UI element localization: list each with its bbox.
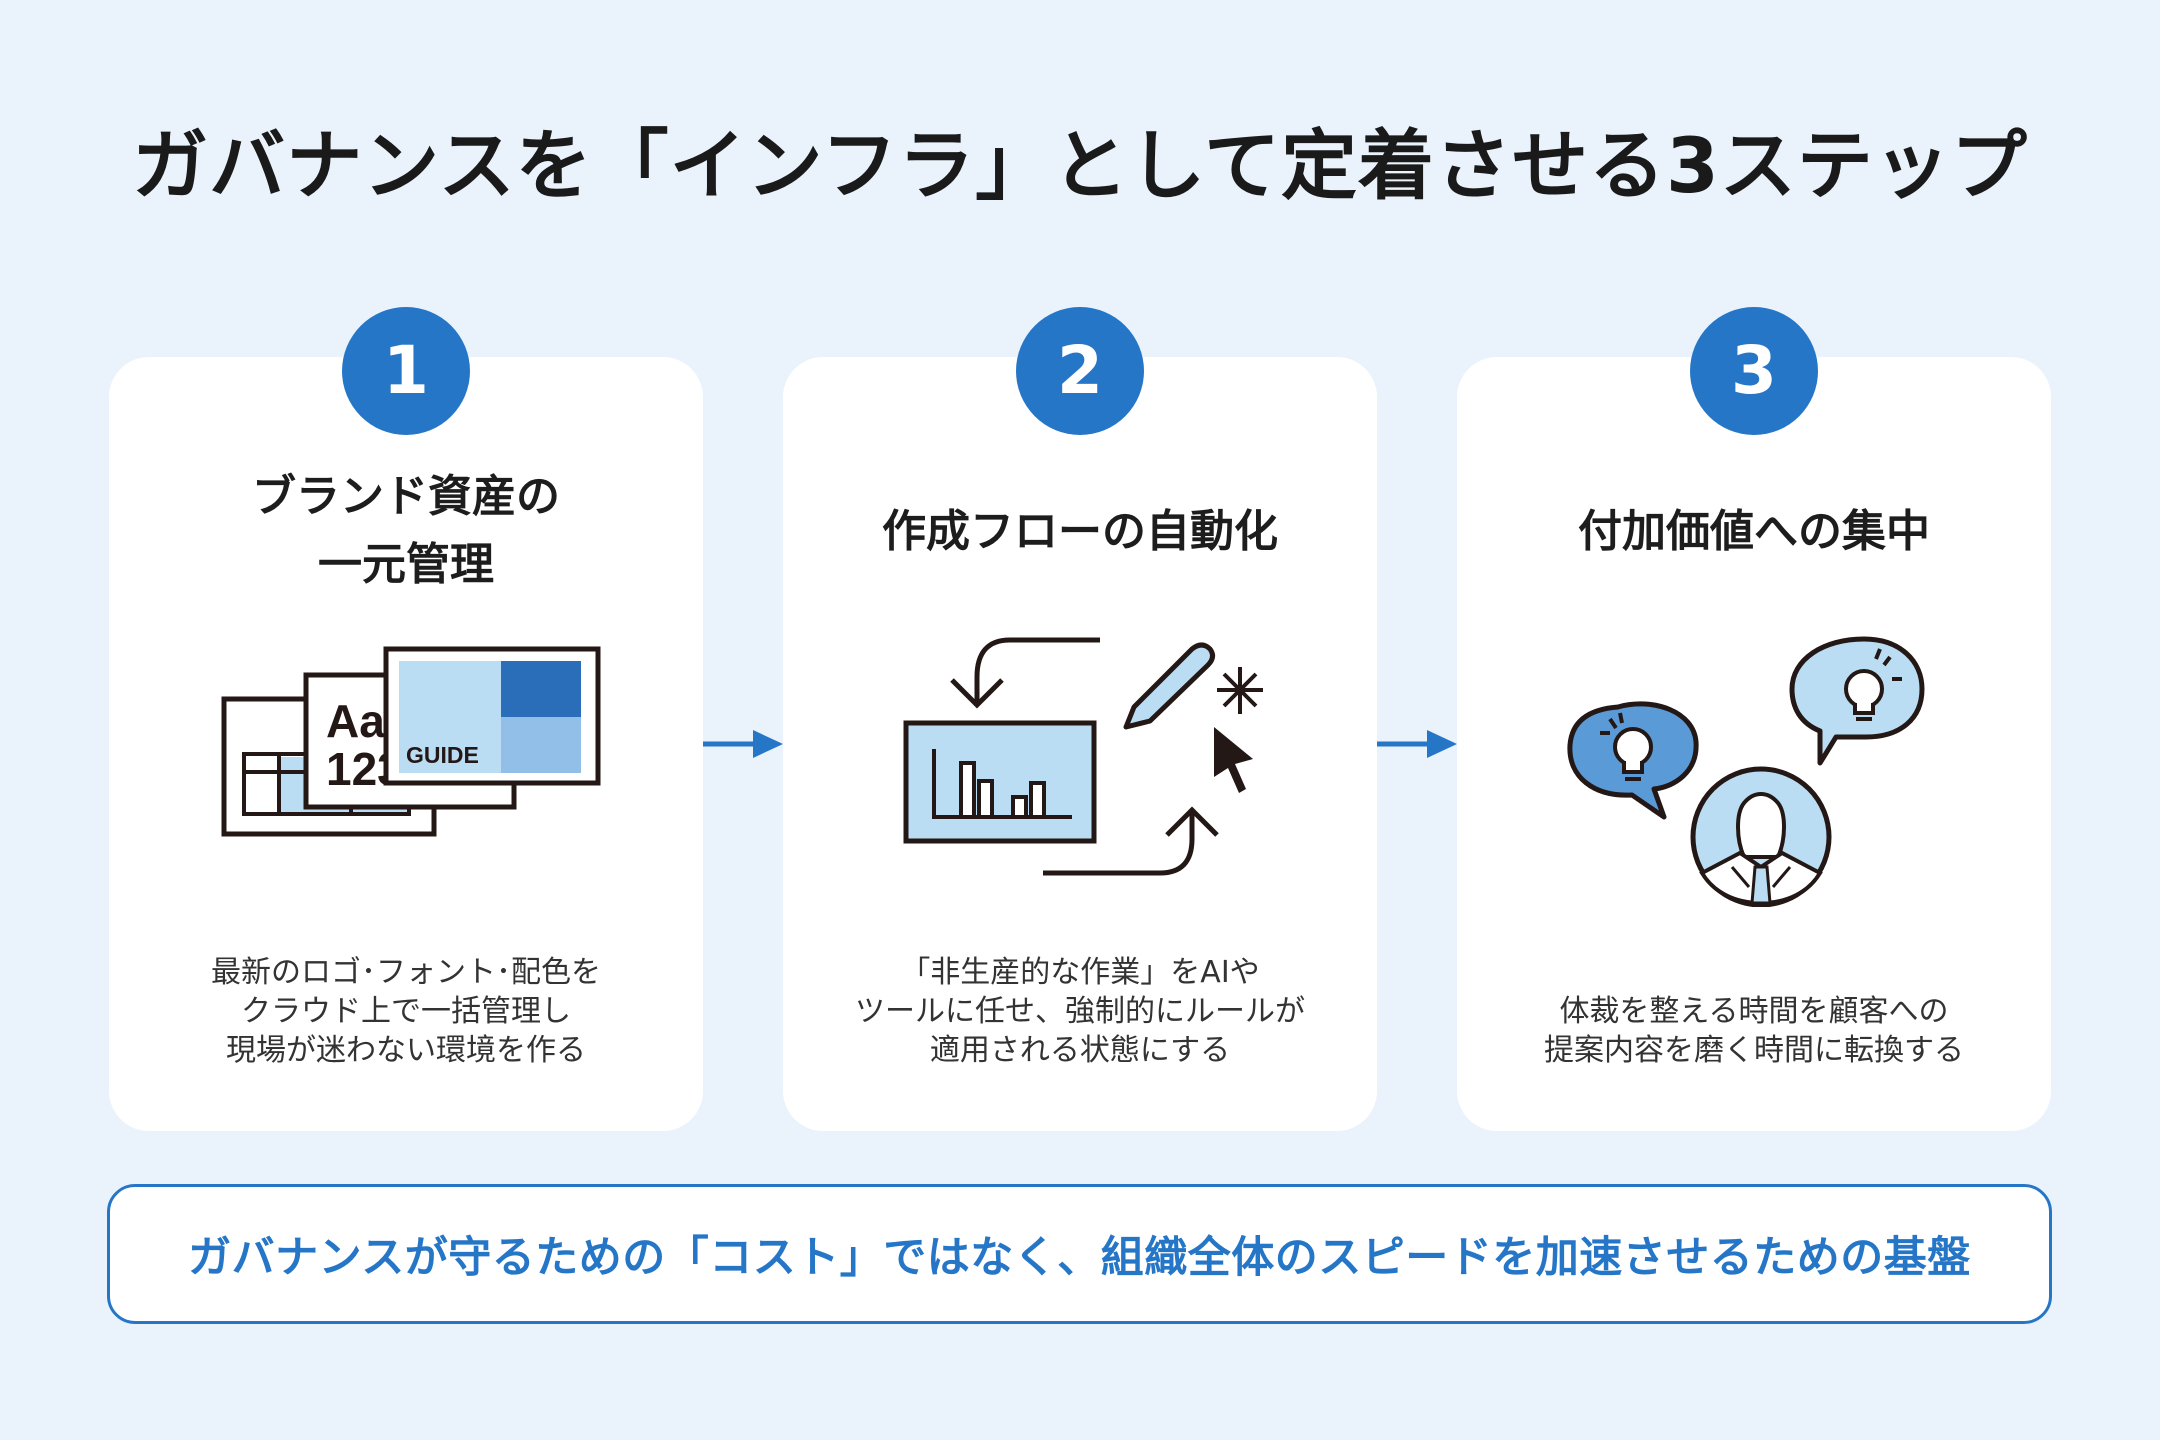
description-line: 「非生産的な作業」をAIや <box>900 955 1260 990</box>
summary-box: ガバナンスが守るための「コスト」ではなく、組織全体のスピードを加速させるための基… <box>107 1184 2052 1324</box>
right-arrow-icon <box>1377 730 1457 758</box>
brand-assets-icon: Aa 123 GUIDE <box>221 646 601 837</box>
description-line: 現場が迷わない環境を作る <box>226 1033 586 1068</box>
step-heading-line: 一元管理 <box>318 539 494 590</box>
step-description: 体裁を整える時間を顧客への 提案内容を磨く時間に転換する <box>1457 992 2051 1070</box>
description-line: 提案内容を磨く時間に転換する <box>1544 1033 1964 1068</box>
font-sample-label: Aa <box>326 695 385 747</box>
description-line: 最新のロゴ･フォント･配色を <box>211 955 601 990</box>
step-heading: 付加価値への集中 <box>1457 498 2051 566</box>
step-heading-line: 付加価値への集中 <box>1578 506 1930 557</box>
step-heading-line: 作成フローの自動化 <box>882 506 1278 557</box>
page-title: ガバナンスを「インフラ」として定着させる3ステップ <box>132 121 2028 210</box>
description-line: 体裁を整える時間を顧客への <box>1559 994 1949 1029</box>
cursor-icon <box>1214 727 1253 793</box>
step-description: 「非生産的な作業」をAIや ツールに任せ、強制的にルールが 適用される状態にする <box>783 953 1377 1070</box>
step-number-badge: 3 <box>1690 307 1818 435</box>
right-arrow-icon <box>703 730 783 758</box>
step-heading: 作成フローの自動化 <box>783 498 1377 566</box>
step-card-1: 1 ブランド資産の 一元管理 Aa 123 GUIDE 最新のロゴ･フォント･配… <box>109 307 703 1131</box>
summary-text: ガバナンスが守るための「コスト」ではなく、組織全体のスピードを加速させるための基… <box>188 1233 1971 1283</box>
guide-label: GUIDE <box>406 742 479 768</box>
description-line: クラウド上で一括管理し <box>241 994 571 1029</box>
step-card-2: 2 作成フローの自動化 「非生産的な作業」をAIや ツールに任せ、強制的にルール… <box>783 307 1377 1131</box>
sparkle-icon <box>1217 667 1263 714</box>
step-number-badge: 2 <box>1016 307 1144 435</box>
curved-arrow-down <box>974 637 1100 705</box>
lightbulb-icon <box>1600 712 1653 781</box>
step-heading: ブランド資産の 一元管理 <box>109 463 703 599</box>
curved-arrow-up <box>1043 811 1195 876</box>
pencil-icon <box>1123 642 1216 730</box>
step-number-badge: 1 <box>342 307 470 435</box>
person-avatar-icon <box>1690 766 1832 907</box>
description-line: ツールに任せ、強制的にルールが <box>855 994 1305 1029</box>
value-focus-icon <box>1567 636 1925 907</box>
step-description: 最新のロゴ･フォント･配色を クラウド上で一括管理し 現場が迷わない環境を作る <box>109 953 703 1070</box>
chart-screen <box>903 720 1097 844</box>
step-card-3: 3 付加価値への集中 <box>1457 307 2051 1131</box>
step-heading-line: ブランド資産の <box>252 471 560 522</box>
lightbulb-icon <box>1844 648 1902 721</box>
description-line: 適用される状態にする <box>929 1033 1231 1068</box>
automation-flow-icon <box>903 637 1263 876</box>
